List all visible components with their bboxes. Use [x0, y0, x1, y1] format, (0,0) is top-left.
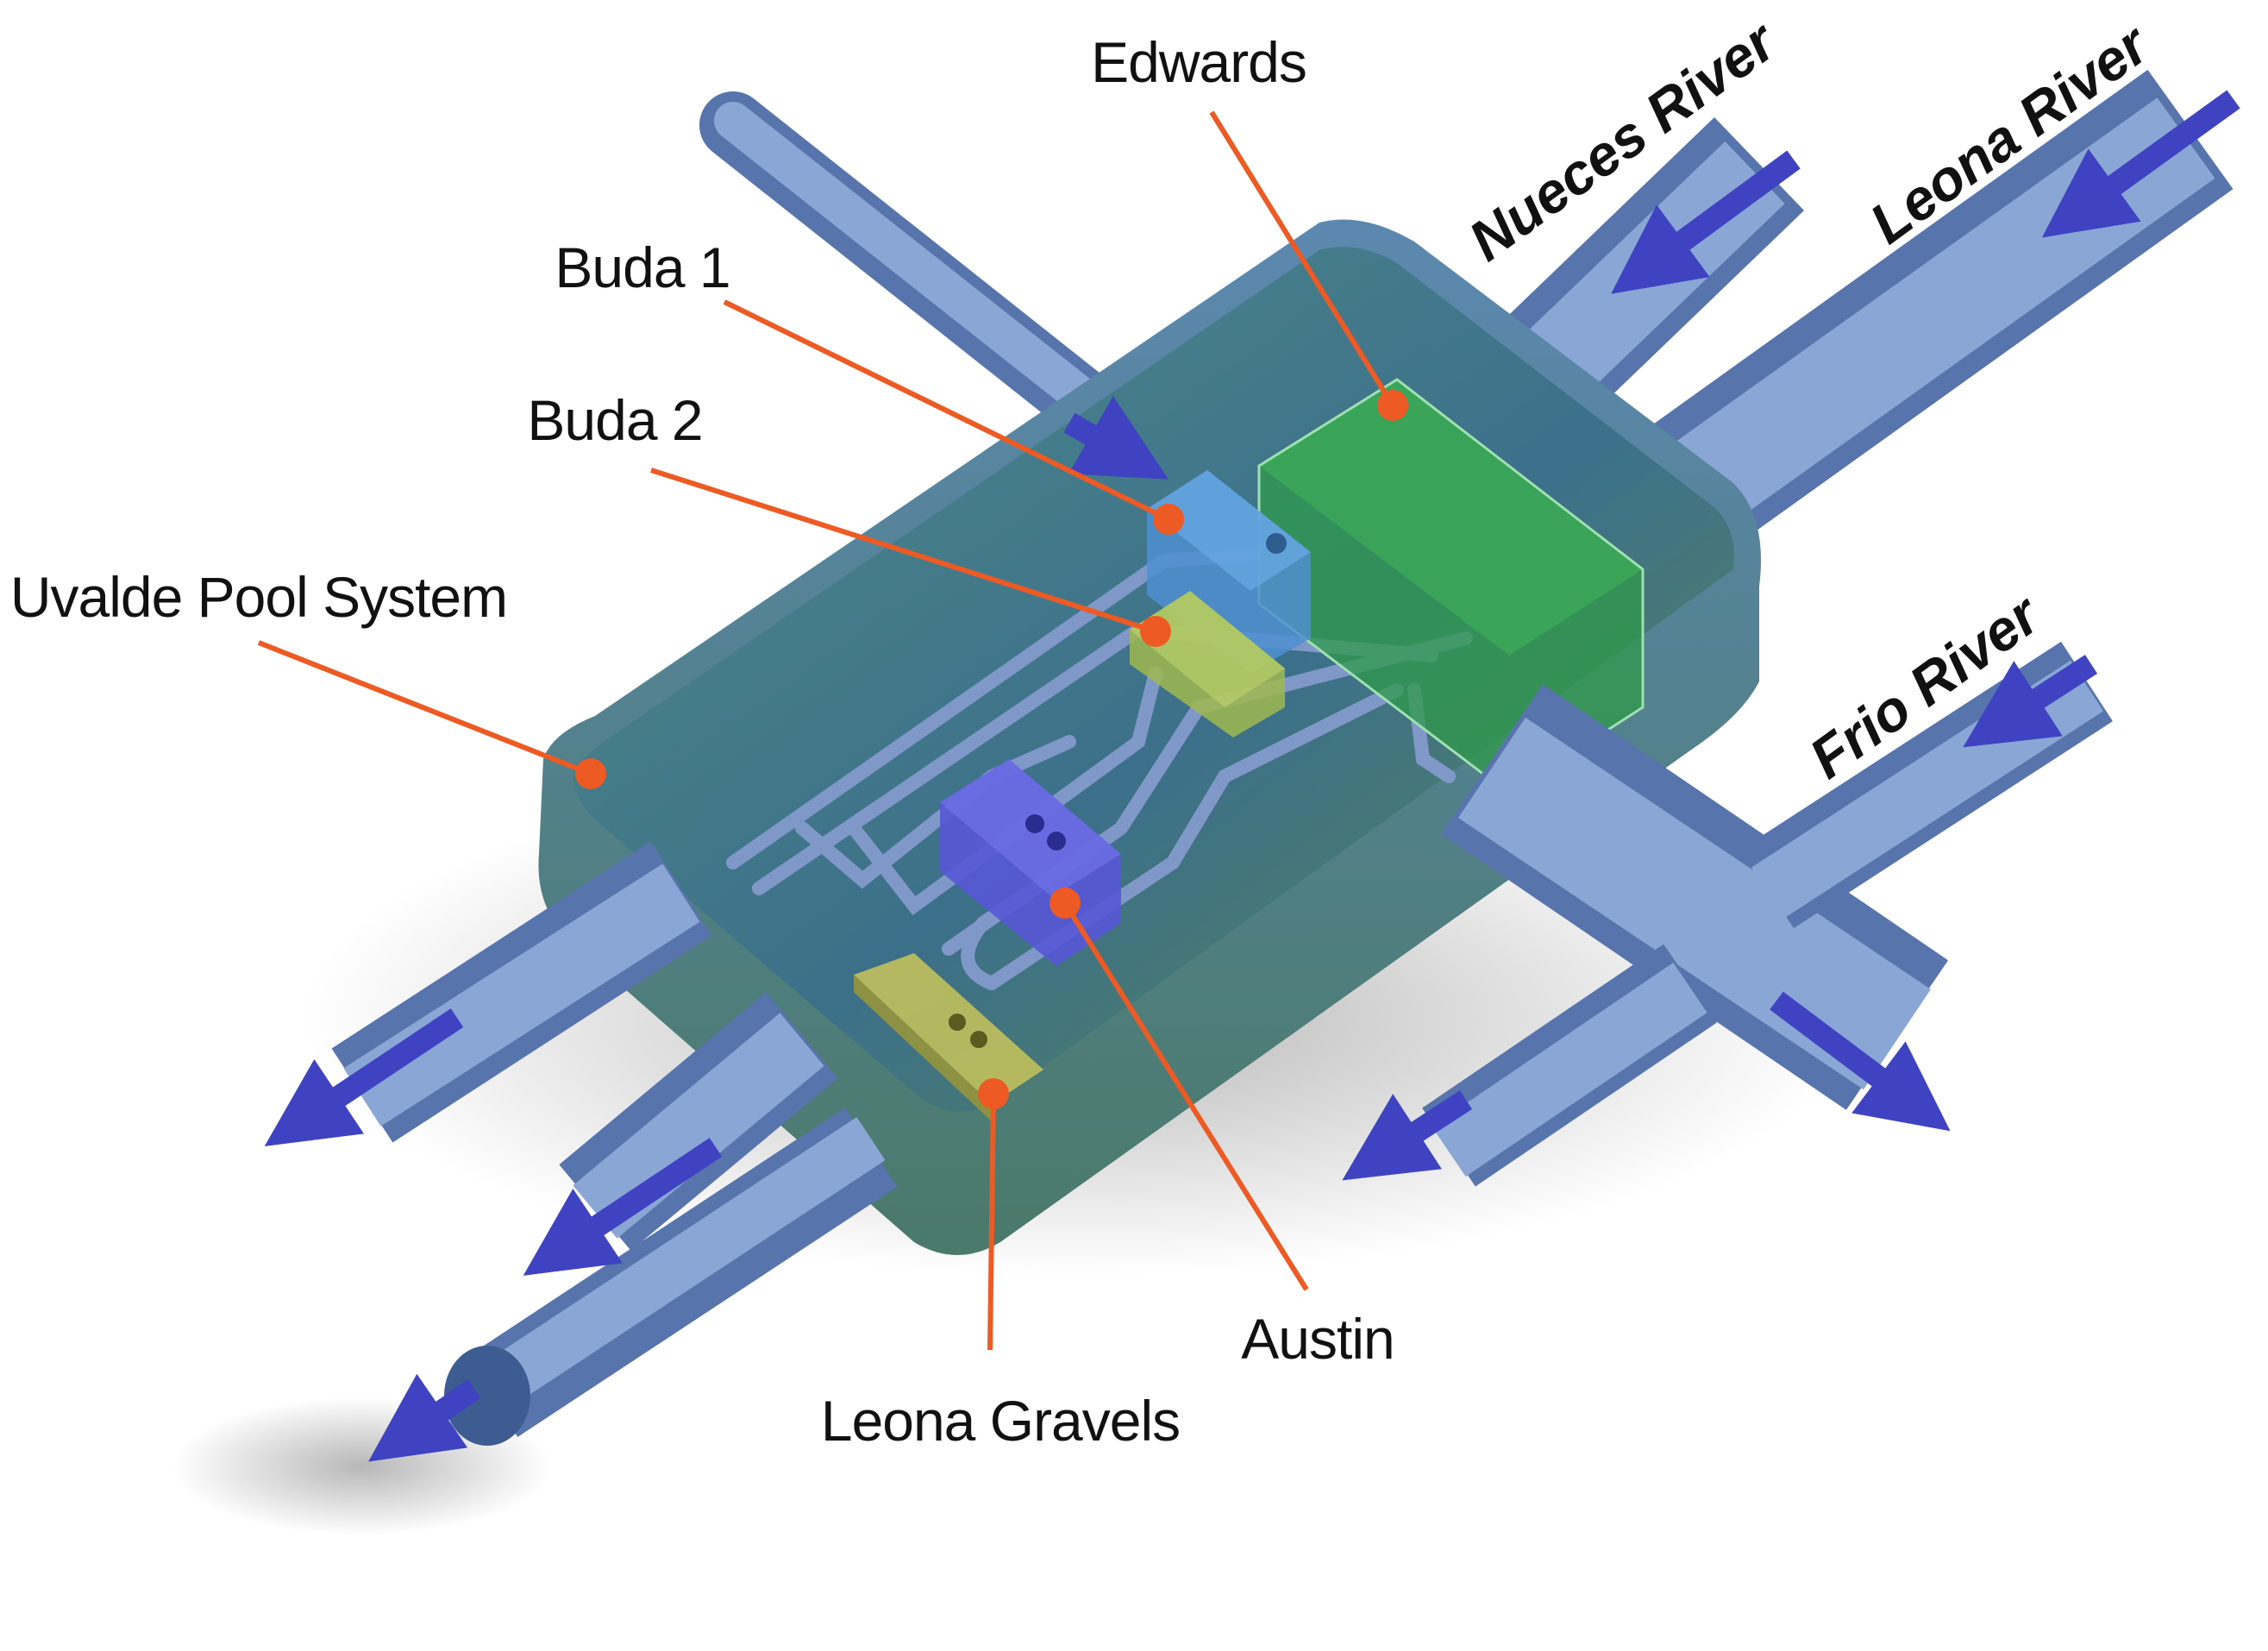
outflow-pipe	[444, 1108, 898, 1446]
leader-uvalde-pool-system	[257, 640, 606, 789]
leona-gravels-box	[854, 953, 1043, 1121]
flow-arrow-inflow-top-left	[1063, 396, 1169, 480]
flow-arrow-frio	[1963, 655, 2098, 748]
label-buda-1: Buda 1	[554, 235, 730, 299]
leader-buda-2	[650, 468, 1171, 647]
leader-austin	[1049, 888, 1309, 1291]
austin-box	[940, 759, 1121, 966]
leader-buda-1	[723, 299, 1184, 535]
outflow-channel-2	[559, 992, 838, 1251]
leader-leona-gravels	[978, 1078, 1009, 1351]
outflow-channel-1	[331, 841, 712, 1143]
label-uvalde-pool-system: Uvalde Pool System	[10, 565, 507, 629]
inflow-pipe-top-left	[699, 91, 1120, 439]
flow-arrow-leona	[2041, 90, 2240, 238]
flow-arrow-nueces	[1611, 150, 1801, 294]
label-austin: Austin	[1241, 1307, 1394, 1371]
flow-arrow-out-2	[523, 1138, 723, 1276]
flow-arrow-frio-out-2	[1342, 1090, 1473, 1181]
label-leona-gravels: Leona Gravels	[821, 1389, 1180, 1453]
label-edwards: Edwards	[1091, 30, 1306, 94]
flow-arrows	[264, 90, 2240, 1462]
flow-arrow-frio-out-1	[1770, 991, 1951, 1132]
label-buda-2: Buda 2	[527, 388, 702, 452]
leader-edwards	[1209, 110, 1408, 421]
leader-lines	[257, 110, 1408, 1351]
flow-arrow-out-1	[264, 1008, 464, 1146]
flow-arrow-out-pipe	[368, 1373, 481, 1462]
